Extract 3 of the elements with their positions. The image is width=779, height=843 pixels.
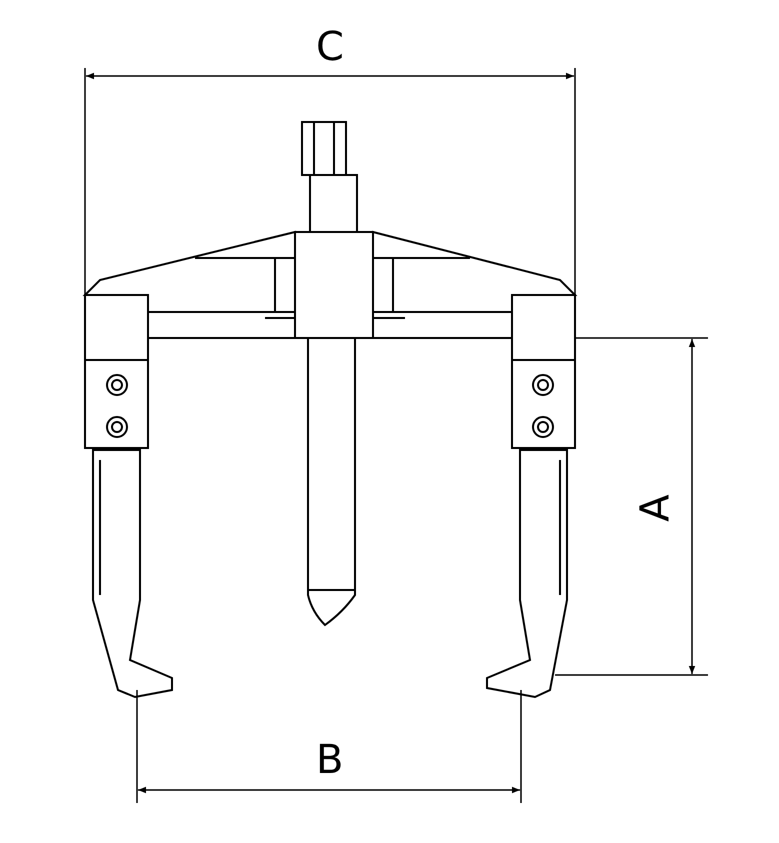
dimension-label: A: [636, 494, 676, 522]
dimension-label: C: [316, 27, 344, 67]
dimension-label: B: [316, 740, 344, 780]
